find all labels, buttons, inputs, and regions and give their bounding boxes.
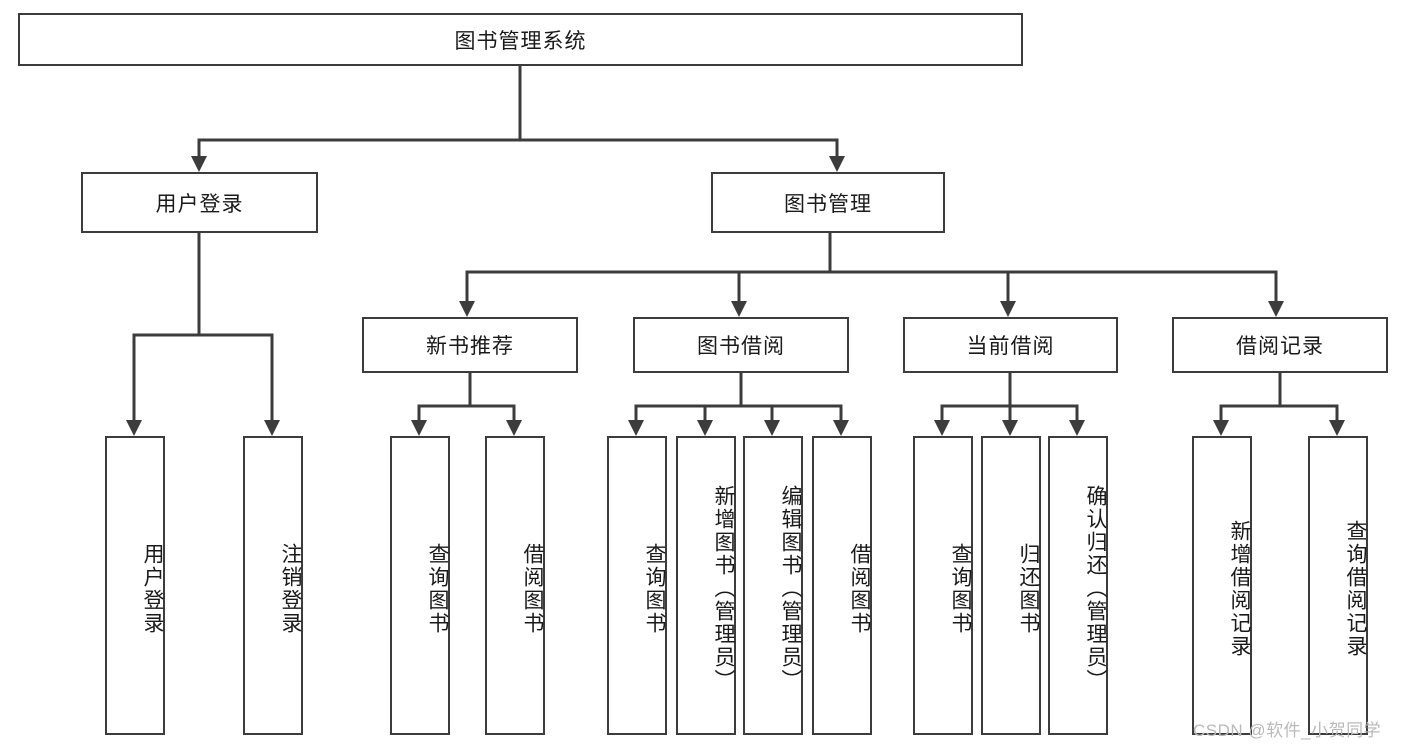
node-label: 新增图书（管理员） — [712, 485, 735, 692]
node-label: 当前借阅 — [966, 335, 1055, 358]
connector-arrowhead — [697, 420, 713, 436]
connector-arrowhead — [126, 420, 142, 436]
node-label: 编辑图书（管理员） — [779, 485, 802, 692]
connector-arrowhead — [628, 420, 644, 436]
node-label: 新书推荐 — [426, 335, 514, 358]
node-leaf-borrow-book-1[interactable]: 借阅图书 — [485, 436, 545, 735]
node-label: 确认归还（管理员） — [1084, 485, 1107, 692]
connector-arrowhead — [764, 420, 780, 436]
node-label: 查询图书 — [643, 542, 666, 635]
node-book-borrow[interactable]: 图书借阅 — [633, 317, 849, 373]
node-label: 图书借阅 — [697, 335, 785, 358]
node-leaf-logout[interactable]: 注销登录 — [243, 436, 303, 735]
node-label: 图书管理系统 — [454, 29, 587, 53]
node-leaf-user-login[interactable]: 用户登录 — [105, 436, 165, 735]
node-user-login[interactable]: 用户登录 — [81, 172, 318, 233]
connector-arrowhead — [264, 420, 280, 436]
connector-arrowhead — [731, 301, 747, 317]
node-leaf-query-book-2[interactable]: 查询图书 — [607, 436, 667, 735]
connector-arrowhead — [833, 420, 849, 436]
node-leaf-edit-book[interactable]: 编辑图书（管理员） — [743, 436, 803, 735]
connector-arrowhead — [459, 301, 475, 317]
node-leaf-query-record[interactable]: 查询借阅记录 — [1308, 436, 1368, 735]
node-label: 借阅图书 — [521, 542, 544, 635]
node-leaf-confirm-return[interactable]: 确认归还（管理员） — [1048, 436, 1108, 735]
node-title[interactable]: 图书管理系统 — [18, 13, 1023, 66]
node-leaf-add-record[interactable]: 新增借阅记录 — [1192, 436, 1252, 735]
connector-arrowhead — [934, 420, 950, 436]
node-label: 借阅图书 — [848, 542, 871, 635]
connector-arrowhead — [191, 156, 207, 172]
connector-arrowhead — [1268, 301, 1284, 317]
node-borrow-record[interactable]: 借阅记录 — [1172, 317, 1388, 373]
connector-arrowhead — [1329, 420, 1345, 436]
node-leaf-return-book[interactable]: 归还图书 — [981, 436, 1041, 735]
connector-arrowhead — [1213, 420, 1229, 436]
node-label: 用户登录 — [141, 542, 164, 635]
connector-arrowhead — [1069, 420, 1085, 436]
connector-arrowhead — [829, 156, 845, 172]
node-leaf-query-book-3[interactable]: 查询图书 — [913, 436, 973, 735]
node-book-manage[interactable]: 图书管理 — [711, 172, 945, 233]
connector-arrowhead — [506, 420, 522, 436]
connector-arrowhead — [1000, 301, 1016, 317]
node-label: 新增借阅记录 — [1228, 519, 1251, 658]
node-current-borrow[interactable]: 当前借阅 — [903, 317, 1118, 373]
node-label: 查询图书 — [426, 542, 449, 635]
node-label: 查询借阅记录 — [1344, 519, 1367, 658]
node-leaf-query-book-1[interactable]: 查询图书 — [390, 436, 450, 735]
csdn-watermark: CSDN @软件_小贺同学 — [1193, 721, 1382, 740]
connector-arrowhead — [411, 420, 427, 436]
node-label: 归还图书 — [1017, 542, 1040, 635]
node-new-book-recommend[interactable]: 新书推荐 — [362, 317, 578, 373]
node-label: 用户登录 — [155, 192, 244, 216]
node-leaf-add-book[interactable]: 新增图书（管理员） — [676, 436, 736, 735]
connector-arrowhead — [1002, 420, 1018, 436]
node-label: 查询图书 — [949, 542, 972, 635]
node-leaf-borrow-book-2[interactable]: 借阅图书 — [812, 436, 872, 735]
node-label: 注销登录 — [279, 542, 302, 635]
node-label: 图书管理 — [784, 192, 872, 216]
node-label: 借阅记录 — [1236, 335, 1324, 358]
